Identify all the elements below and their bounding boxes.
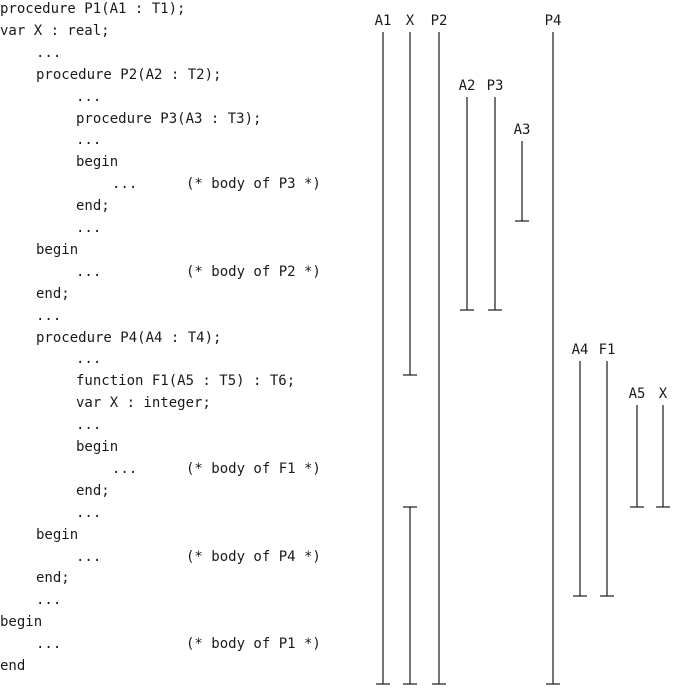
- code-text: procedure P4(A4 : T4);: [36, 329, 222, 346]
- code-comment: (* body of P4 *): [186, 548, 321, 565]
- code-text: ...: [76, 504, 102, 521]
- code-line: procedure P2(A2 : T2);: [0, 64, 360, 86]
- code-line: ... (* body of P3 *): [0, 173, 360, 195]
- code-line: ...: [0, 589, 360, 611]
- code-text: ...: [112, 460, 138, 477]
- code-comment: (* body of P2 *): [186, 263, 321, 280]
- code-line: begin: [0, 436, 360, 458]
- code-line: begin: [0, 239, 360, 261]
- code-line: procedure P3(A3 : T3);: [0, 108, 360, 130]
- code-line: ...: [0, 42, 360, 64]
- code-text: var X : real;: [0, 22, 110, 39]
- scope-f1-label: F1: [599, 342, 616, 358]
- code-text: ...: [76, 88, 102, 105]
- scope-a3-label: A3: [514, 122, 531, 138]
- code-text: procedure P3(A3 : T3);: [76, 110, 262, 127]
- code-text: begin: [0, 614, 43, 631]
- code-text: procedure P2(A2 : T2);: [36, 66, 222, 83]
- code-line: function F1(A5 : T5) : T6;: [0, 370, 360, 392]
- code-line: begin: [0, 611, 360, 633]
- code-line: begin: [0, 524, 360, 546]
- code-line: ...: [0, 217, 360, 239]
- code-comment: (* body of P1 *): [186, 636, 321, 653]
- code-text: ...: [36, 636, 62, 653]
- code-text: begin: [76, 154, 119, 171]
- code-text: end;: [76, 482, 110, 499]
- code-text: end;: [36, 285, 70, 302]
- code-text: ...: [76, 220, 102, 236]
- scope-x-label: X: [659, 386, 668, 402]
- code-line: end;: [0, 480, 360, 502]
- code-text: var X : integer;: [76, 395, 211, 412]
- code-text: begin: [36, 241, 79, 258]
- code-line: ...: [0, 348, 360, 370]
- code-text: ...: [112, 176, 138, 193]
- code-text: ...: [76, 548, 102, 565]
- code-text: ...: [36, 307, 62, 324]
- code-line: end;: [0, 283, 360, 305]
- scope-p2-label: P2: [431, 13, 448, 29]
- code-text: ...: [36, 44, 62, 61]
- code-text: end;: [36, 570, 70, 587]
- code-line: ...: [0, 129, 360, 151]
- code-text: begin: [76, 439, 119, 455]
- code-line: procedure P4(A4 : T4);: [0, 327, 360, 349]
- code-text: procedure P1(A1 : T1);: [0, 1, 186, 17]
- code-line: ... (* body of F1 *): [0, 458, 360, 480]
- code-line: var X : integer;: [0, 392, 360, 414]
- code-line: procedure P1(A1 : T1);: [0, 0, 360, 20]
- code-text: ...: [76, 351, 102, 368]
- scope-a1-label: A1: [375, 13, 392, 29]
- code-line: end: [0, 655, 360, 677]
- code-text: ...: [76, 417, 102, 434]
- scope-a2-label: A2: [459, 78, 476, 94]
- code-text: ...: [36, 592, 62, 609]
- code-line: ...: [0, 86, 360, 108]
- scope-p3-label: P3: [487, 78, 504, 94]
- code-line: ...: [0, 502, 360, 524]
- code-text: begin: [36, 526, 79, 543]
- scope-a4-label: A4: [572, 342, 589, 358]
- code-text: function F1(A5 : T5) : T6;: [76, 373, 296, 390]
- scope-p4-label: P4: [545, 13, 562, 29]
- code-comment: (* body of F1 *): [186, 460, 321, 477]
- code-text: end: [0, 658, 26, 674]
- code-text: ...: [76, 263, 102, 280]
- code-line: end;: [0, 195, 360, 217]
- code-text: ...: [76, 132, 102, 149]
- code-line: ...: [0, 414, 360, 436]
- scope-x-label: X: [406, 13, 415, 29]
- code-line: ... (* body of P4 *): [0, 546, 360, 568]
- code-line: ... (* body of P2 *): [0, 261, 360, 283]
- code-line: end;: [0, 567, 360, 589]
- code-line: var X : real;: [0, 20, 360, 42]
- code-line: ...: [0, 305, 360, 327]
- code-text: end;: [76, 198, 110, 215]
- code-line: ... (* body of P1 *): [0, 633, 360, 655]
- code-comment: (* body of P3 *): [186, 176, 321, 193]
- scope-a5-label: A5: [629, 386, 646, 402]
- code-line: begin: [0, 151, 360, 173]
